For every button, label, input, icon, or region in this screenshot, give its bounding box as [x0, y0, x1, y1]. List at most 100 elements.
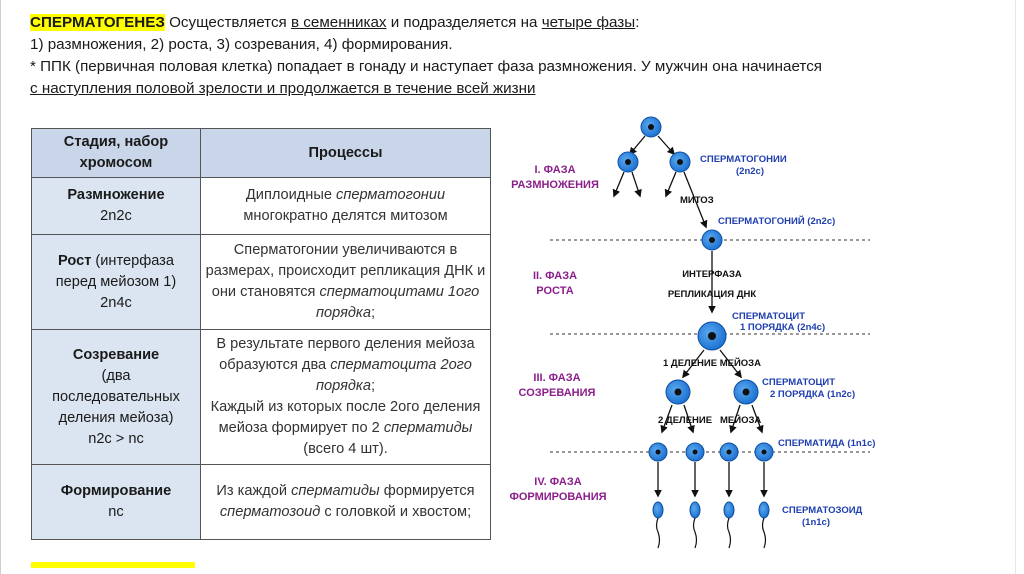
term-highlight: СПЕРМАТОГЕНЕЗ [30, 14, 165, 31]
process-text: Из каждой [216, 483, 292, 499]
stage-name: Формирование [60, 483, 172, 499]
intro-line-4: с наступления половой зрелости и продолж… [30, 80, 536, 97]
intro-line-3: * ППК (первичная половая клетка) попадае… [30, 58, 823, 75]
stage-cell: Рост (интерфаза перед мейозом 1) 2n4c [31, 234, 201, 330]
spermatogenesis-diagram: I. ФАЗА РАЗМНОЖЕНИЯ II. ФАЗА РОСТА III. … [509, 116, 875, 549]
mitosis-label: МИТОЗ [680, 195, 714, 206]
spermatocyte-1-label: СПЕРМАТОЦИТ [732, 311, 805, 322]
intro-text-part: и подразделяется на [386, 14, 542, 31]
process-text: с головкой и хвостом; [320, 504, 472, 520]
phase-2-label: II. ФАЗА [533, 270, 577, 282]
phase-1-label: I. ФАЗА [534, 164, 575, 176]
stage-formula: 2n4c [100, 294, 132, 311]
spermatozoid-label: СПЕРМАТОЗОИД [782, 505, 863, 516]
process-term: сперматоцитами 1ого порядка [315, 284, 480, 321]
nucleus-icon [742, 388, 750, 396]
table-row: Созревание (два последовательных деления… [31, 329, 491, 465]
intro-text: СПЕРМАТОГЕНЕЗ Осуществляется в семенника… [30, 12, 910, 100]
nucleus-icon [692, 449, 698, 455]
process-text: ; [370, 305, 376, 321]
process-text: Каждый из которых после 2ого деления мей… [210, 399, 481, 436]
process-text: Диплоидные [245, 187, 337, 203]
header-stage: Стадия, набор хромосом [31, 128, 201, 178]
process-text: Сперматогонии увеличиваются в размерах, … [205, 242, 486, 300]
nucleus-icon [761, 449, 767, 455]
sperm-tail-icon [692, 517, 698, 549]
header-process: Процессы [200, 128, 491, 178]
intro-text-part: Осуществляется [164, 14, 291, 31]
stages-table: Стадия, набор хромосом Процессы Размноже… [31, 128, 491, 540]
sperm-tail-icon [761, 517, 767, 549]
stage-name: Созревание [72, 346, 160, 363]
spermatid-label: СПЕРМАТИДА (1n1c) [778, 438, 875, 449]
nucleus-icon [648, 124, 654, 130]
stage-cell: Формирование nc [31, 464, 201, 540]
stage-formula: nc [108, 504, 124, 520]
nucleus-icon [708, 332, 716, 340]
process-term: сперматиды [383, 420, 473, 436]
phase-3-label: III. ФАЗА [533, 372, 580, 384]
spermatozoid-formula: (1n1c) [802, 517, 830, 528]
sperm-head-icon [652, 501, 664, 519]
nucleus-icon [625, 159, 631, 165]
stage-name: Рост [57, 252, 92, 269]
process-term: сперматозоид [219, 504, 321, 520]
process-text: формируется [379, 483, 475, 499]
process-cell: Из каждой сперматиды формируется спермат… [200, 464, 491, 540]
stage-note: (интерфаза перед мейозом 1) [55, 252, 177, 290]
sperm-head-icon [723, 501, 735, 519]
table-row: Размножение 2n2c Диплоидные сперматогони… [31, 177, 491, 235]
meiosis-2-label: 2 ДЕЛЕНИЕ [658, 415, 712, 426]
table-header-row: Стадия, набор хромосом Процессы [31, 128, 491, 178]
stage-note: (два последовательных деления мейоза) [52, 367, 180, 426]
intro-line-1: СПЕРМАТОГЕНЕЗ Осуществляется в семенника… [30, 12, 910, 34]
stage-formula: n2c > nc [88, 430, 144, 447]
process-cell: Диплоидные сперматогонии многократно дел… [200, 177, 491, 235]
stage-cell: Созревание (два последовательных деления… [31, 329, 201, 465]
table-row: Рост (интерфаза перед мейозом 1) 2n4c Сп… [31, 234, 491, 330]
interphase-label: ИНТЕРФАЗА [682, 269, 742, 280]
nucleus-icon [709, 237, 715, 243]
sperm-head-icon [758, 501, 770, 519]
nucleus-icon [677, 159, 683, 165]
stage-formula: 2n2c [100, 208, 132, 224]
location-underlined: в семенниках [291, 14, 387, 31]
slide-right-border [1015, 0, 1016, 574]
intro-text-part: : [635, 14, 640, 31]
meiosis-1-label: 1 ДЕЛЕНИЕ МЕЙОЗА [663, 357, 761, 369]
intro-line-2: 1) размножения, 2) роста, 3) созревания,… [30, 36, 453, 53]
spermatocyte-1-label: 1 ПОРЯДКА (2n4c) [740, 322, 825, 333]
stage-cell: Размножение 2n2c [31, 177, 201, 235]
spermatogonia-formula: (2n2c) [736, 166, 764, 177]
process-text: ; [370, 378, 376, 394]
bottom-highlight-strip [31, 562, 195, 568]
spermatocyte-2-label: СПЕРМАТОЦИТ [762, 377, 835, 388]
slide-left-border [0, 0, 1, 574]
sperm-head-icon [689, 501, 701, 519]
process-term: сперматоцита 2ого порядка [315, 357, 472, 394]
process-term: сперматиды [291, 483, 380, 499]
process-cell: В результате первого деления мейоза обра… [200, 329, 491, 465]
spermatocyte-2-label: 2 ПОРЯДКА (1n2c) [770, 389, 855, 400]
phases-count-underlined: четыре фазы [541, 14, 636, 31]
process-cell: Сперматогонии увеличиваются в размерах, … [200, 234, 491, 330]
stage-name: Размножение [67, 187, 165, 203]
meiosis-2-label: МЕЙОЗА [720, 414, 761, 426]
replication-label: РЕПЛИКАЦИЯ ДНК [668, 289, 757, 300]
nucleus-icon [726, 449, 732, 455]
phase-4-label: ФОРМИРОВАНИЯ [509, 491, 606, 503]
phase-3-label: СОЗРЕВАНИЯ [519, 387, 596, 399]
sperm-tail-icon [655, 517, 661, 549]
phase-2-label: РОСТА [536, 285, 573, 297]
process-text: В результате первого деления мейоза обра… [216, 336, 475, 373]
process-term: сперматогонии [336, 187, 446, 203]
phase-1-label: РАЗМНОЖЕНИЯ [511, 179, 599, 191]
nucleus-icon [655, 449, 661, 455]
process-text: многократно делятся митозом [243, 208, 448, 224]
phase-4-label: IV. ФАЗА [534, 476, 581, 488]
sperm-tail-icon [726, 517, 732, 549]
process-text: (всего 4 шт). [303, 441, 388, 457]
table-row: Формирование nc Из каждой сперматиды фор… [31, 464, 491, 540]
spermatogonium-label: СПЕРМАТОГОНИЙ (2n2c) [718, 215, 835, 227]
spermatogonia-label: СПЕРМАТОГОНИИ [700, 154, 787, 165]
